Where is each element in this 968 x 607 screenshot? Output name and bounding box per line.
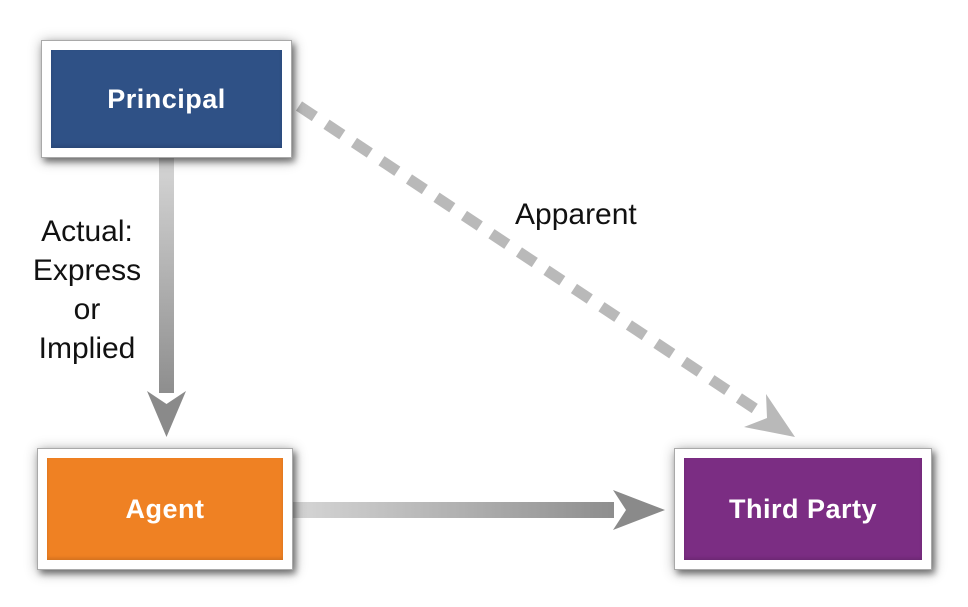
node-third-party-fill: Third Party	[684, 458, 922, 560]
arrowhead-diagonal-icon	[744, 394, 795, 437]
node-agent-fill: Agent	[47, 458, 283, 560]
edge-label-actual-line2: Express	[32, 254, 142, 287]
edge-label-actual-line3: or	[73, 293, 101, 326]
edge-label-actual-line4: Implied	[38, 332, 136, 365]
arrow-shaft	[292, 502, 614, 518]
node-agent-label: Agent	[125, 493, 205, 524]
arrow-agent-to-third-party	[292, 490, 665, 530]
arrowhead-down-icon	[147, 391, 186, 437]
node-principal-label: Principal	[107, 83, 226, 114]
node-agent: Agent	[37, 448, 293, 570]
arrow-principal-to-agent	[147, 157, 186, 437]
node-principal-fill: Principal	[51, 50, 282, 148]
node-principal: Principal	[41, 40, 292, 158]
edge-label-actual: Actual: Express or Implied	[11, 212, 163, 368]
dashed-arrow-shaft	[295, 101, 761, 415]
node-third-party-label: Third Party	[728, 493, 878, 524]
node-third-party: Third Party	[674, 448, 932, 570]
arrowhead-right-icon	[613, 490, 665, 530]
edge-label-apparent: Apparent	[515, 198, 637, 231]
arrow-principal-to-third-party-dashed	[295, 101, 795, 437]
edge-label-actual-line1: Actual:	[41, 215, 133, 248]
arrow-shaft	[159, 157, 174, 393]
